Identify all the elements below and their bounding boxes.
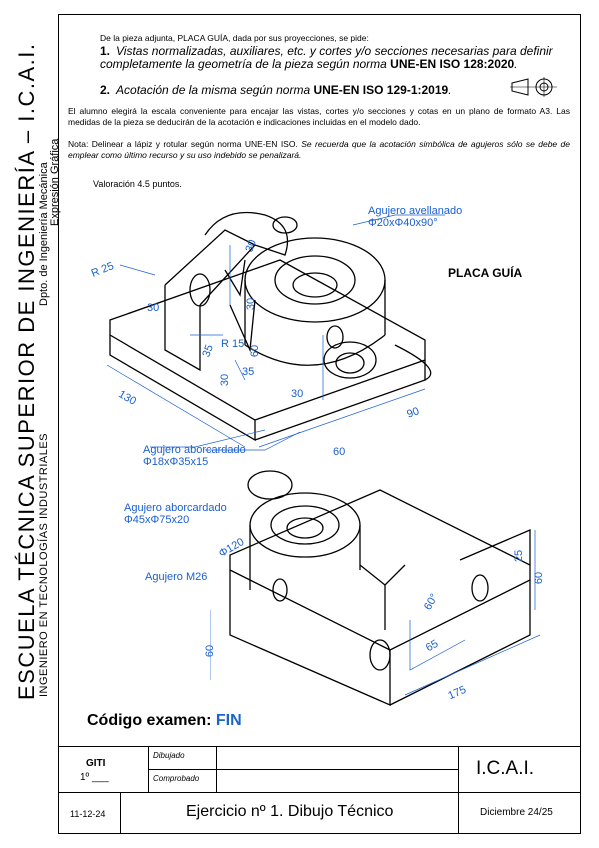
dim-label: 30 [219, 373, 232, 387]
drawn-label: Dibujado [153, 751, 185, 760]
degree-name: INGENIERO EN TECNOLOGÍAS INDUSTRIALES [38, 432, 50, 697]
requirement-1: 1.Vistas normalizadas, auxiliares, etc. … [100, 44, 553, 71]
drawing-note: Nota: Delinear a lápiz y rotular según n… [68, 139, 570, 160]
title-block: GITI 1º ___ Dibujado Comprobado I.C.A.I.… [58, 746, 581, 834]
isometric-view-top [106, 211, 445, 448]
date-label: 11-12-24 [70, 809, 106, 819]
part-name: PLACA GUÍA [448, 266, 523, 280]
term-label: Diciembre 24/25 [480, 807, 553, 818]
intro-text: De la pieza adjunta, PLACA GUÍA, dada po… [100, 33, 369, 43]
giti-label: GITI [86, 758, 106, 769]
area-name: Expresión Gráfica [49, 138, 61, 226]
drawing-frame [58, 14, 581, 834]
dim-label: 60 [533, 571, 546, 585]
org-label: I.C.A.I. [476, 758, 535, 779]
thread-label: Agujero M26 [145, 571, 208, 583]
valuation: Valoración 4.5 puntos. [93, 179, 182, 189]
exam-code: Código examen: FIN [87, 712, 242, 729]
dim-label: 25 [513, 549, 526, 563]
side-panel: ESCUELA TÉCNICA SUPERIOR DE INGENIERÍA –… [0, 0, 61, 848]
isometric-view-bottom [210, 470, 541, 706]
dim-label: 30 [291, 388, 304, 400]
dim-label: 35 [242, 366, 255, 378]
dim-label: 30 [147, 302, 160, 314]
dim-label: 30 [245, 297, 258, 311]
dim-label: 60 [249, 344, 262, 358]
exercise-title: Ejercicio nº 1. Dibujo Técnico [186, 803, 394, 820]
school-name: ESCUELA TÉCNICA SUPERIOR DE INGENIERÍA –… [14, 42, 39, 700]
dim-label: R 15 [221, 338, 245, 350]
scale-note: El alumno elegirá la escala conveniente … [68, 106, 570, 127]
dim-label: 60 [333, 446, 346, 458]
course-label: 1º ___ [80, 772, 109, 783]
checked-label: Comprobado [153, 774, 200, 783]
projection-symbol-icon [510, 77, 557, 97]
leader-line [205, 431, 301, 451]
requirement-2: 2.Acotación de la misma según norma UNE-… [100, 83, 452, 97]
dim-label: 60 [204, 644, 217, 658]
